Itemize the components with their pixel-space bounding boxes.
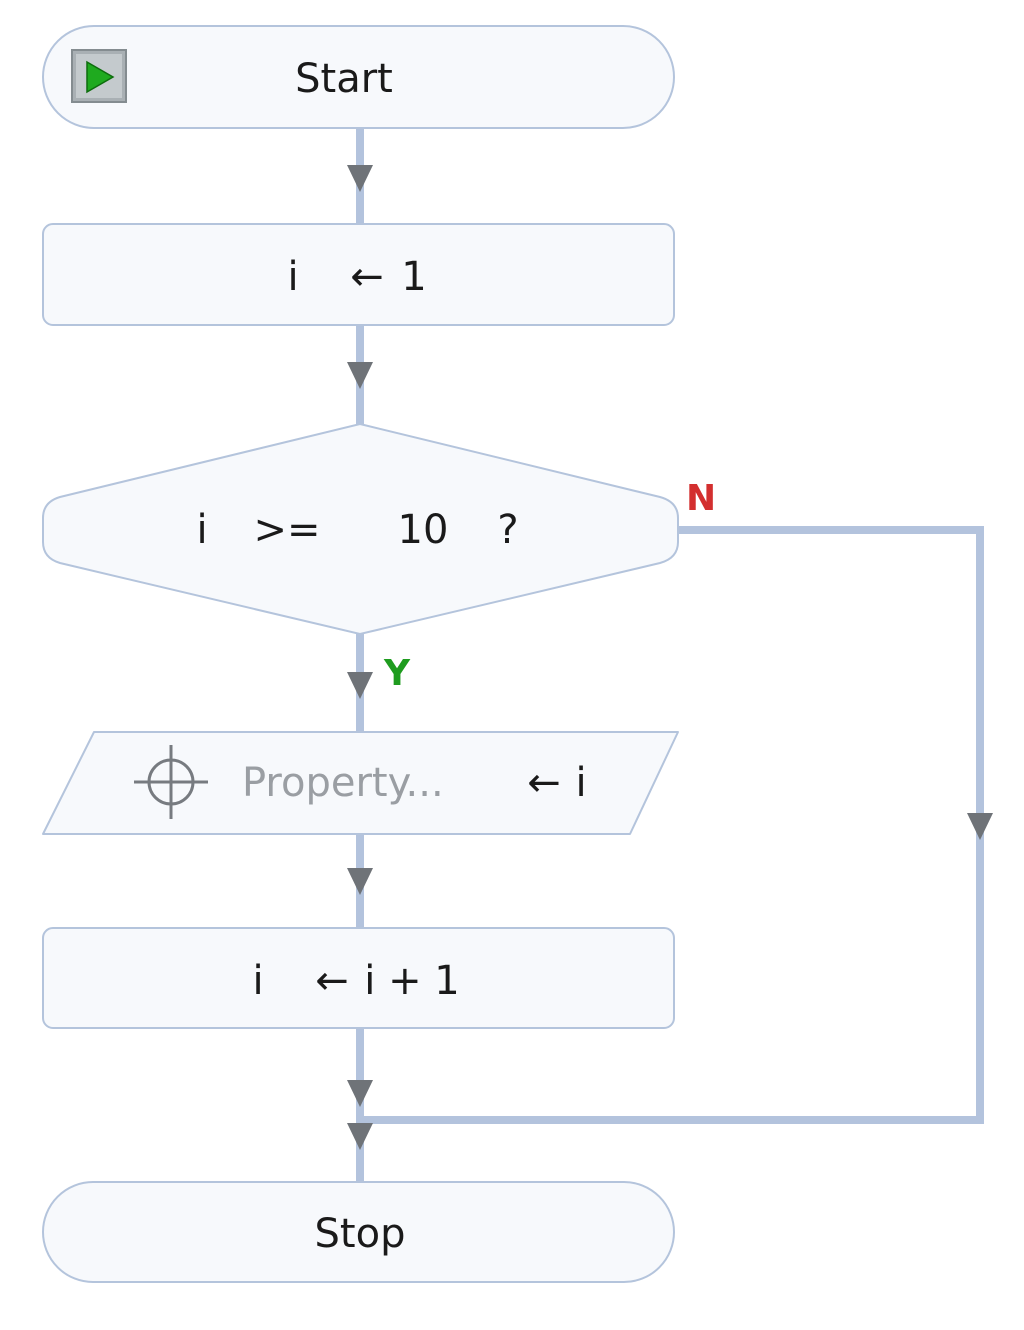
branch-yes-label: Y	[383, 653, 411, 694]
arrowhead-down	[347, 165, 373, 192]
assign-inc-arrow: ←	[315, 958, 349, 1004]
assign-inc-value: i + 1	[364, 958, 460, 1004]
assign-init-var: i	[287, 254, 298, 300]
arrowhead-down-right-branch	[967, 813, 993, 840]
crosshair-icon	[134, 745, 208, 819]
assign-init-node[interactable]: i ← 1	[42, 223, 675, 326]
arrowhead-down	[347, 362, 373, 389]
play-icon	[86, 60, 115, 94]
decision-value: 10	[398, 507, 449, 553]
stop-label: Stop	[315, 1211, 406, 1257]
output-node[interactable]: Property... ← i	[42, 731, 679, 835]
arrowheads	[347, 165, 993, 1150]
decision-node[interactable]: i >= 10 ?	[42, 422, 679, 636]
arrowhead-down	[347, 1123, 373, 1150]
assign-inc-var: i	[252, 958, 263, 1004]
assign-init-value: 1	[401, 254, 426, 300]
assign-increment-node[interactable]: i ← i + 1	[42, 927, 675, 1029]
start-label: Start	[295, 56, 393, 102]
decision-var: i	[196, 507, 207, 553]
arrowhead-down	[347, 672, 373, 699]
arrowhead-down	[347, 1080, 373, 1107]
assign-init-arrow: ←	[350, 254, 384, 300]
decision-operator: >=	[253, 507, 320, 553]
branch-no-label: N	[686, 478, 716, 519]
output-value: i	[575, 760, 586, 806]
run-button[interactable]	[71, 49, 127, 103]
output-arrow: ←	[527, 760, 561, 806]
output-target: Property...	[242, 760, 444, 806]
stop-node[interactable]: Stop	[42, 1181, 675, 1283]
arrowhead-down	[347, 868, 373, 895]
start-node[interactable]: Start	[42, 25, 675, 129]
decision-question-mark: ?	[497, 507, 518, 553]
